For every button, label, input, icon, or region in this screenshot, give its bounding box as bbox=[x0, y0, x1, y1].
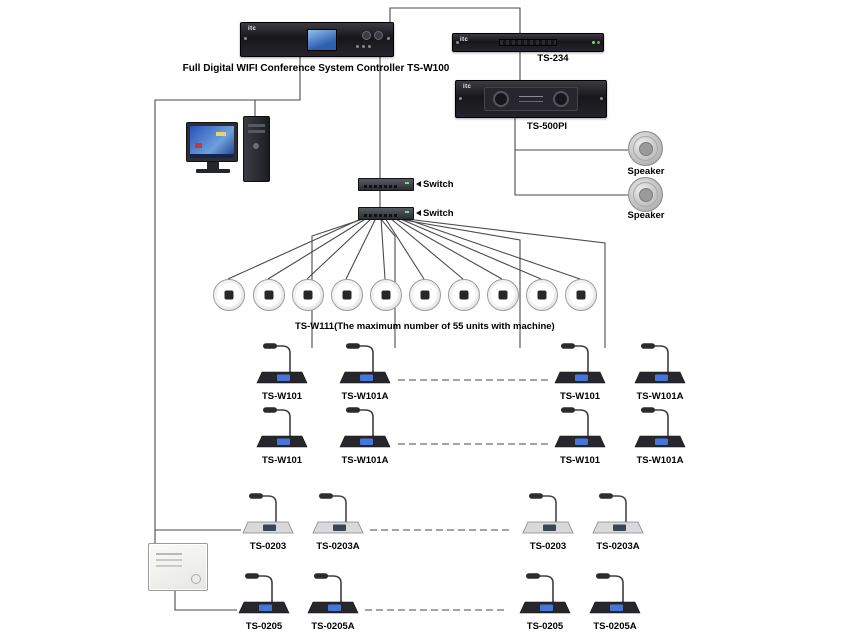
knob-icon bbox=[362, 31, 371, 40]
mic-label: TS-W101 bbox=[261, 391, 303, 402]
junction-box bbox=[148, 543, 208, 591]
mic-label: TS-W101A bbox=[341, 391, 389, 402]
ethernet-switch bbox=[358, 207, 414, 220]
controller-label: Full Digital WIFI Conference System Cont… bbox=[182, 63, 450, 74]
mic-unit: TS-0205 bbox=[229, 570, 299, 632]
mic-unit: TS-0203A bbox=[583, 490, 653, 552]
ceiling-unit bbox=[292, 279, 324, 311]
mic-label: TS-0205 bbox=[245, 621, 283, 632]
mic-unit: TS-W101 bbox=[545, 404, 615, 466]
mic-unit: TS-W101A bbox=[625, 404, 695, 466]
ceiling-unit bbox=[409, 279, 441, 311]
mic-label: TS-W101A bbox=[636, 391, 684, 402]
mic-unit: TS-W101A bbox=[330, 340, 400, 402]
mic-label: TS-W101 bbox=[261, 455, 303, 466]
screw-icon bbox=[387, 37, 390, 40]
knob-icon bbox=[553, 91, 569, 107]
speaker-icon bbox=[628, 131, 663, 166]
vent-grille-icon bbox=[499, 39, 557, 46]
ceiling-unit bbox=[253, 279, 285, 311]
pc-monitor bbox=[186, 122, 238, 162]
ts234-rack: itc bbox=[452, 33, 604, 52]
ceiling-unit bbox=[331, 279, 363, 311]
mic-label: TS-W101 bbox=[559, 455, 601, 466]
ceiling-unit bbox=[213, 279, 245, 311]
screw-icon bbox=[600, 97, 603, 100]
ethernet-switch bbox=[358, 178, 414, 191]
ceiling-unit bbox=[448, 279, 480, 311]
switch-pointer-icon bbox=[416, 210, 421, 217]
screw-icon bbox=[597, 41, 600, 44]
monitor-stand bbox=[207, 162, 219, 169]
mic-unit: TS-W101 bbox=[247, 404, 317, 466]
mic-label: TS-0205A bbox=[593, 621, 637, 632]
switch-label: Switch bbox=[416, 179, 454, 190]
button-dots-icon bbox=[356, 45, 359, 48]
power-led-icon bbox=[592, 41, 595, 44]
knob-icon bbox=[493, 91, 509, 107]
mic-label: TS-0205 bbox=[526, 621, 564, 632]
mic-label: TS-0203A bbox=[316, 541, 360, 552]
amp-panel bbox=[484, 87, 578, 111]
screw-icon bbox=[244, 37, 247, 40]
ts500pi-rack: itc bbox=[455, 80, 607, 118]
brand-logo: itc bbox=[460, 37, 469, 43]
mic-unit: TS-W101 bbox=[247, 340, 317, 402]
ceiling-unit bbox=[565, 279, 597, 311]
mic-unit: TS-0203A bbox=[303, 490, 373, 552]
screw-icon bbox=[459, 97, 462, 100]
mic-unit: TS-0203 bbox=[233, 490, 303, 552]
switch-label: Switch bbox=[416, 208, 454, 219]
ceiling-unit bbox=[487, 279, 519, 311]
mic-label: TS-W101A bbox=[636, 455, 684, 466]
speaker-icon bbox=[628, 177, 663, 212]
mic-label: TS-0203 bbox=[249, 541, 287, 552]
mic-label: TS-0203 bbox=[529, 541, 567, 552]
speaker-label: Speaker bbox=[627, 210, 665, 221]
mic-unit: TS-0205A bbox=[298, 570, 368, 632]
monitor-base bbox=[196, 169, 230, 173]
brand-logo: itc bbox=[248, 26, 257, 32]
controller-screen bbox=[307, 29, 337, 51]
panel-text-lines bbox=[519, 96, 543, 97]
mic-label: TS-W101A bbox=[341, 455, 389, 466]
ceiling-units-label: TS-W111(The maximum number of 55 units w… bbox=[295, 321, 555, 332]
ts234-label: TS-234 bbox=[537, 53, 569, 64]
mic-unit: TS-0205A bbox=[580, 570, 650, 632]
mic-unit: TS-0203 bbox=[513, 490, 583, 552]
mic-label: TS-0203A bbox=[596, 541, 640, 552]
knob-icon bbox=[374, 31, 383, 40]
screw-icon bbox=[456, 41, 459, 44]
brand-logo: itc bbox=[463, 84, 472, 90]
mic-label: TS-0205A bbox=[311, 621, 355, 632]
controller-rack: itc bbox=[240, 22, 394, 57]
ceiling-unit bbox=[370, 279, 402, 311]
ts500pi-label: TS-500PI bbox=[526, 121, 568, 132]
pc-screen bbox=[190, 126, 234, 158]
speaker-label: Speaker bbox=[627, 166, 665, 177]
mic-unit: TS-W101A bbox=[330, 404, 400, 466]
mic-unit: TS-W101 bbox=[545, 340, 615, 402]
mic-unit: TS-W101A bbox=[625, 340, 695, 402]
mic-unit: TS-0205 bbox=[510, 570, 580, 632]
pc-tower bbox=[243, 116, 270, 182]
switch-pointer-icon bbox=[416, 181, 421, 188]
mic-label: TS-W101 bbox=[559, 391, 601, 402]
ceiling-unit bbox=[526, 279, 558, 311]
